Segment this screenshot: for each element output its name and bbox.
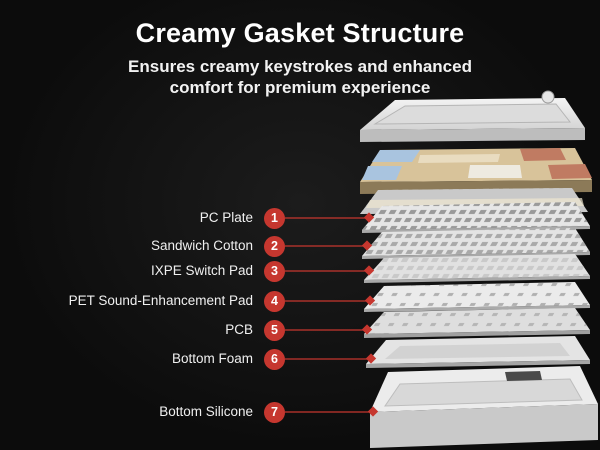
layer-label-pc-plate: PC Plate	[199, 210, 253, 225]
bottom-foam	[366, 336, 590, 368]
layer-badge-4: 4	[264, 291, 285, 312]
layer-badge-2: 2	[264, 236, 285, 257]
subtitle-line-1: Ensures creamy keystrokes and enhanced	[128, 57, 472, 76]
ixpe-switch-pad	[364, 254, 590, 283]
pc-plate	[362, 202, 590, 233]
top-case	[360, 90, 585, 142]
page-subtitle: Ensures creamy keystrokes and enhanced c…	[0, 56, 600, 98]
layer-label-pcb: PCB	[225, 322, 253, 337]
pcb	[364, 308, 590, 338]
layer-badge-6: 6	[264, 349, 285, 370]
page-title: Creamy Gasket Structure	[135, 18, 465, 48]
layer-badge-3: 3	[264, 261, 285, 282]
layer-label-pet-pad: PET Sound-Enhancement Pad	[68, 293, 253, 308]
layer-badge-7: 7	[264, 402, 285, 423]
layer-label-ixpe-switch-pad: IXPE Switch Pad	[150, 263, 253, 278]
sandwich-cotton	[362, 228, 590, 259]
layer-label-bottom-silicone: Bottom Silicone	[159, 404, 253, 419]
layer-label-bottom-foam: Bottom Foam	[171, 351, 253, 366]
layer-label-sandwich-cotton: Sandwich Cotton	[150, 238, 253, 253]
subtitle-line-2: comfort for premium experience	[169, 78, 431, 97]
pet-sound-pad	[364, 282, 590, 312]
bottom-case	[370, 366, 598, 448]
keycaps	[360, 148, 592, 194]
callout-connectors	[285, 212, 379, 417]
layer-badge-5: 5	[264, 320, 285, 341]
layer-badge-1: 1	[264, 208, 285, 229]
